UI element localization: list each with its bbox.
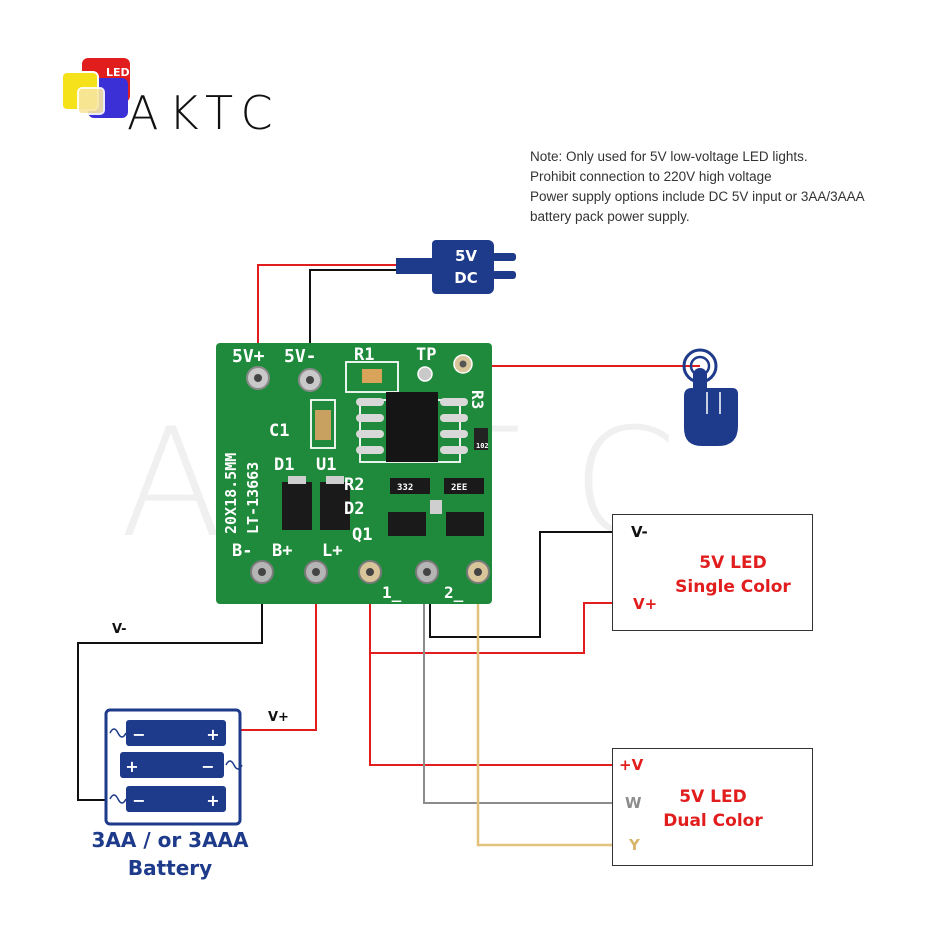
cell2-plus: + bbox=[125, 757, 138, 776]
dual-pin-y: Y bbox=[629, 836, 640, 854]
single-pin-positive: V+ bbox=[633, 595, 658, 613]
battery-wire-positive-label: V+ bbox=[268, 710, 289, 725]
pcb-label-tp: TP bbox=[416, 345, 436, 365]
pcb-label-pad2: 2_ bbox=[444, 583, 464, 602]
note-line: Power supply options include DC 5V input… bbox=[530, 189, 865, 204]
battery-label-line1: 3AA / or 3AAA bbox=[91, 828, 249, 852]
note-line: battery pack power supply. bbox=[530, 209, 690, 224]
cell2-minus: − bbox=[201, 757, 214, 776]
wire-dc-positive bbox=[257, 264, 398, 378]
pcb-label-size: 20X18.5MM bbox=[222, 453, 240, 534]
wire-single-positive bbox=[370, 602, 614, 654]
touch-hand-icon bbox=[682, 348, 738, 446]
wire-dual-y bbox=[476, 575, 614, 847]
single-title-line2: Single Color bbox=[675, 577, 791, 597]
pcb-label-model: LT-13663 bbox=[244, 462, 262, 534]
single-title-line1: 5V LED bbox=[699, 553, 767, 573]
brand-name: AKTC bbox=[127, 86, 283, 140]
wire-battery-positive bbox=[240, 575, 317, 731]
pcb-label-d2: D2 bbox=[344, 499, 364, 519]
pcb-label-c1: C1 bbox=[269, 421, 289, 441]
single-pin-negative: V- bbox=[631, 523, 648, 541]
cell1-plus: + bbox=[206, 725, 219, 744]
pcb-label-q1: Q1 bbox=[352, 525, 372, 545]
wire-led-common bbox=[369, 575, 614, 766]
pcb-label-5v-minus: 5V- bbox=[284, 346, 317, 367]
wire-single-negative bbox=[429, 531, 614, 638]
dc-plug-line2: DC bbox=[454, 269, 477, 287]
pcb-label-5v-plus: 5V+ bbox=[232, 346, 265, 367]
dc-plug-line1: 5V bbox=[455, 247, 477, 265]
pcb-label-l-plus: L+ bbox=[322, 541, 342, 561]
battery-pack-icon: − + + − − + bbox=[104, 708, 243, 826]
led-dual-color-box: +V W Y 5V LED Dual Color bbox=[612, 748, 813, 866]
pad-tp-test bbox=[417, 366, 433, 382]
pcb-label-r2: R2 bbox=[344, 475, 364, 495]
pcb-label-b-plus: B+ bbox=[272, 541, 292, 561]
cell1-minus: − bbox=[132, 725, 145, 744]
dual-pin-v: +V bbox=[619, 756, 644, 774]
pcb-label-r3: R3 bbox=[468, 390, 487, 409]
dual-title-line2: Dual Color bbox=[663, 811, 763, 831]
battery-label-line2: Battery bbox=[127, 856, 213, 880]
dual-title: 5V LED Dual Color bbox=[653, 785, 773, 833]
pcb-label-u1: U1 bbox=[316, 455, 336, 475]
dual-title-line1: 5V LED bbox=[679, 787, 747, 807]
pcb-label-b-minus: B- bbox=[232, 541, 252, 561]
dual-pin-w: W bbox=[625, 794, 642, 812]
note-line: Prohibit connection to 220V high voltage bbox=[530, 169, 772, 184]
single-title: 5V LED Single Color bbox=[673, 551, 793, 599]
cell3-minus: − bbox=[132, 791, 145, 810]
pcb-label-res332: 332 bbox=[397, 483, 413, 493]
wire-dual-w bbox=[423, 575, 614, 804]
led-single-color-box: V- V+ 5V LED Single Color bbox=[612, 514, 813, 631]
pcb-label-d1: D1 bbox=[274, 455, 294, 475]
wire-battery-negative bbox=[77, 575, 263, 801]
note-line: Note: Only used for 5V low-voltage LED l… bbox=[530, 149, 808, 164]
pcb-label-pad1: 1_ bbox=[382, 583, 402, 602]
pcb-label-res2ee: 2EE bbox=[451, 483, 467, 493]
logo-badge-text: LED bbox=[106, 66, 130, 79]
battery-label: 3AA / or 3AAA Battery bbox=[80, 826, 260, 882]
pcb-label-r1: R1 bbox=[354, 345, 374, 365]
note-block: Note: Only used for 5V low-voltage LED l… bbox=[530, 147, 865, 227]
logo-icon: LED bbox=[61, 58, 130, 118]
pcb-board: 5V+ 5V- R1 TP R3 C1 D1 U1 R2 D2 Q1 20X18… bbox=[216, 343, 492, 604]
battery-wire-negative-label: V- bbox=[112, 622, 127, 637]
cell3-plus: + bbox=[206, 791, 219, 810]
dc-plug-icon: 5V DC bbox=[396, 240, 516, 294]
pcb-label-res102: 102 bbox=[476, 442, 489, 450]
